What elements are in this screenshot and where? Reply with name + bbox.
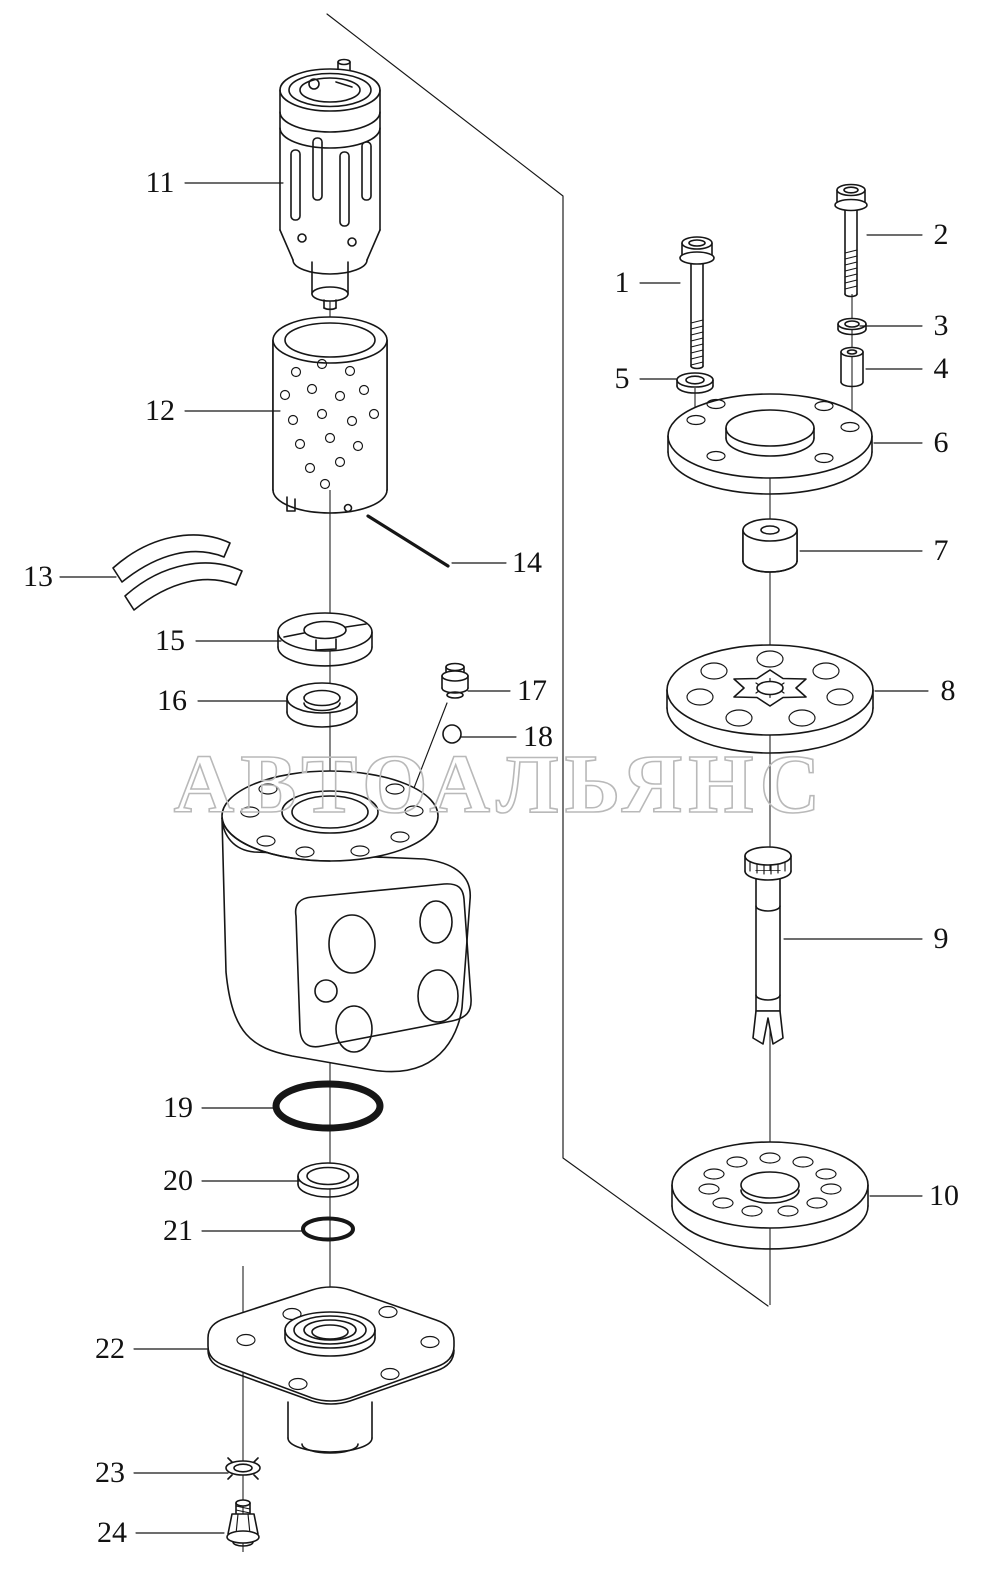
part-7-bushing-drawing xyxy=(742,518,798,573)
part-14-pin-drawing xyxy=(366,514,450,568)
part-11-spool-valve-drawing xyxy=(279,58,381,311)
leader-lines xyxy=(59,182,929,1534)
part-label-8: 8 xyxy=(941,674,956,707)
part-5-washer-drawing xyxy=(676,372,714,394)
part-21-o-ring-drawing xyxy=(301,1216,355,1242)
part-label-18: 18 xyxy=(523,720,553,753)
part-label-6: 6 xyxy=(934,426,949,459)
part-label-23: 23 xyxy=(95,1456,125,1489)
part-label-14: 14 xyxy=(512,546,542,579)
part-22-mounting-flange-drawing xyxy=(207,1286,455,1454)
part-label-17: 17 xyxy=(517,674,547,707)
part-label-10: 10 xyxy=(929,1179,959,1212)
part-9-drive-shaft-drawing xyxy=(744,846,792,1045)
part-labels: 1 2 3 4 5 6 7 8 9 10 11 12 13 14 15 16 1… xyxy=(23,166,959,1549)
housing-body-drawing xyxy=(221,770,472,1073)
part-8-gerotor-drawing xyxy=(666,644,874,754)
part-2-bolt-drawing xyxy=(834,183,868,298)
part-label-16: 16 xyxy=(157,684,187,717)
part-label-11: 11 xyxy=(146,166,175,199)
part-10-end-cover-drawing xyxy=(671,1141,869,1250)
part-17-plug-drawing xyxy=(441,662,469,699)
part-4-spacer-drawing xyxy=(840,346,864,388)
part-24-fitting-drawing xyxy=(226,1499,260,1547)
part-19-o-ring-drawing xyxy=(272,1080,384,1132)
part-13-leaf-springs-drawing xyxy=(112,534,243,611)
part-label-20: 20 xyxy=(163,1164,193,1197)
part-18-ball-drawing xyxy=(442,724,462,744)
part-20-seal-ring-drawing xyxy=(297,1162,359,1198)
part-label-15: 15 xyxy=(155,624,185,657)
part-label-19: 19 xyxy=(163,1091,193,1124)
part-label-24: 24 xyxy=(97,1516,127,1549)
section-zigzag-line xyxy=(326,13,769,1307)
part-3-washer-drawing xyxy=(837,317,867,336)
part-label-13: 13 xyxy=(23,560,53,593)
part-label-1: 1 xyxy=(615,266,630,299)
part-label-5: 5 xyxy=(615,362,630,395)
part-label-21: 21 xyxy=(163,1214,193,1247)
part-label-22: 22 xyxy=(95,1332,125,1365)
part-23-lock-washer-drawing xyxy=(225,1457,261,1480)
watermark-text: АВТОАЛЬЯНС xyxy=(174,738,827,831)
part-6-top-cover-drawing xyxy=(667,393,873,495)
part-12-perforated-sleeve-drawing xyxy=(272,316,388,514)
part-1-bolt-drawing xyxy=(679,236,715,370)
part-16-bearing-ring-drawing xyxy=(286,682,358,728)
part-15-slotted-collar-drawing xyxy=(277,612,373,667)
part-label-7: 7 xyxy=(934,534,949,567)
part-label-9: 9 xyxy=(934,922,949,955)
part-label-2: 2 xyxy=(934,218,949,251)
part-label-3: 3 xyxy=(934,309,949,342)
part-label-12: 12 xyxy=(145,394,175,427)
part-label-4: 4 xyxy=(934,352,949,385)
